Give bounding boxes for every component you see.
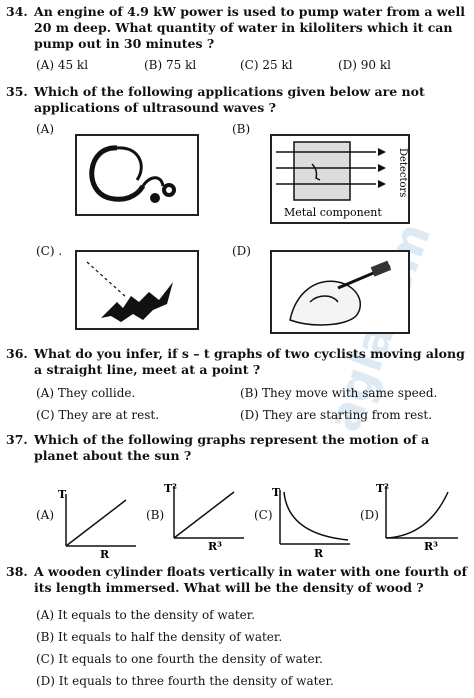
option-a[interactable]: (A) 45 kl — [36, 58, 89, 72]
figure-label-a[interactable]: (A) — [36, 122, 55, 136]
graph-label-a[interactable]: (A) — [36, 508, 55, 522]
graph-label-c[interactable]: (C) — [254, 508, 273, 522]
option-c[interactable]: (C) They are at rest. — [36, 408, 160, 422]
question-text: A wooden cylinder floats vertically in w… — [34, 564, 468, 595]
graph-a: T R — [58, 488, 136, 558]
ultrasound-detector-diagram: Detectors Metal component — [276, 141, 408, 219]
graph-b: T² R³ — [164, 482, 244, 552]
figure-c-bat — [75, 250, 199, 330]
x-axis-label: R — [314, 547, 324, 558]
question-37: 37. Which of the following graphs repres… — [6, 432, 468, 464]
y-axis-label: T² — [376, 482, 389, 495]
question-number: 38. — [6, 564, 28, 579]
detectors-label: Detectors — [397, 148, 408, 197]
option-d[interactable]: (D) 90 kl — [338, 58, 391, 72]
figure-label-d[interactable]: (D) — [232, 244, 251, 258]
question-number: 35. — [6, 84, 28, 99]
stethoscope-icon — [89, 145, 176, 203]
y-axis-label: T — [58, 488, 67, 501]
question-number: 36. — [6, 346, 28, 361]
question-text: What do you infer, if s – t graphs of tw… — [34, 346, 465, 377]
bat-icon — [86, 261, 173, 322]
y-axis-label: T² — [164, 482, 177, 495]
figure-label-b[interactable]: (B) — [232, 122, 251, 136]
metal-component-caption: Metal component — [284, 206, 382, 219]
question-text: An engine of 4.9 kW power is used to pum… — [34, 4, 465, 51]
question-38: 38. A wooden cylinder floats vertically … — [6, 564, 468, 596]
option-b[interactable]: (B) It equals to half the density of wat… — [36, 630, 283, 644]
question-36: 36. What do you infer, if s – t graphs o… — [6, 346, 468, 378]
figure-d-dental — [270, 250, 410, 334]
option-a[interactable]: (A) They collide. — [36, 386, 136, 400]
option-c[interactable]: (C) It equals to one fourth the density … — [36, 652, 323, 666]
question-35: 35. Which of the following applications … — [6, 84, 468, 116]
graph-d: T² R³ — [376, 482, 458, 552]
option-c[interactable]: (C) 25 kl — [240, 58, 293, 72]
figure-a-stethoscope — [75, 134, 199, 216]
option-a[interactable]: (A) It equals to the density of water. — [36, 608, 256, 622]
option-b[interactable]: (B) They move with same speed. — [240, 386, 438, 400]
option-b[interactable]: (B) 75 kl — [144, 58, 197, 72]
x-axis-label: R³ — [424, 540, 438, 552]
graph-c: T R — [272, 486, 350, 558]
option-d[interactable]: (D) It equals to three fourth the densit… — [36, 674, 334, 688]
question-text: Which of the following graphs represent … — [34, 432, 430, 463]
figure-label-c[interactable]: (C) . — [36, 244, 63, 258]
y-axis-label: T — [272, 486, 281, 499]
question-number: 37. — [6, 432, 28, 447]
question-34: 34. An engine of 4.9 kW power is used to… — [6, 4, 468, 52]
ultrasound-probe-icon — [289, 260, 392, 326]
option-d[interactable]: (D) They are starting from rest. — [240, 408, 433, 422]
x-axis-label: R³ — [208, 540, 222, 552]
graph-label-b[interactable]: (B) — [146, 508, 165, 522]
x-axis-label: R — [100, 548, 110, 558]
graph-label-d[interactable]: (D) — [360, 508, 379, 522]
figure-b-metal-component: Detectors Metal component — [270, 134, 410, 224]
question-number: 34. — [6, 4, 28, 19]
question-text: Which of the following applications give… — [34, 84, 425, 115]
